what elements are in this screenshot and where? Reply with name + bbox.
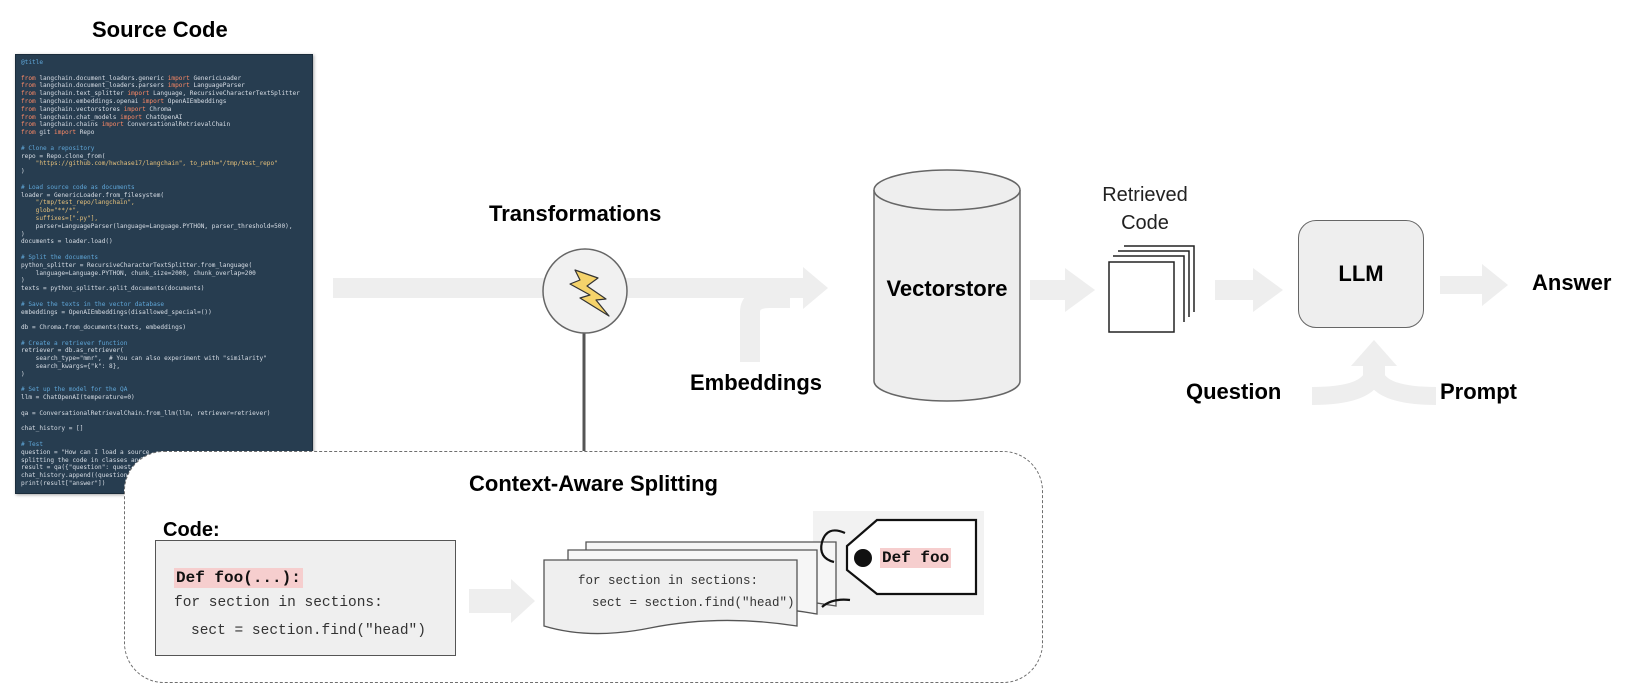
source-code-line: from langchain.chains import Conversatio… bbox=[21, 121, 231, 129]
source-code-line: # Create a retriever function bbox=[21, 339, 128, 347]
source-code-line: # Clone a repository bbox=[21, 144, 95, 152]
llm-label: LLM bbox=[1338, 261, 1384, 286]
source-code-line: llm = ChatOpenAI(temperature=0) bbox=[21, 394, 135, 402]
source-code-title: Source Code bbox=[92, 17, 228, 42]
source-code-line: # Set up the model for the QA bbox=[21, 386, 128, 394]
code-box-def-line: Def foo(...): bbox=[174, 568, 303, 588]
embeddings-connector bbox=[740, 288, 790, 362]
source-code-line: question = "How can I load a source bbox=[21, 448, 150, 456]
source-code-line: ) bbox=[21, 277, 25, 285]
arrow-code-to-chunks bbox=[469, 579, 535, 623]
chunk-for-line: for section in sections: bbox=[578, 574, 759, 588]
source-code-line: db = Chroma.from_documents(texts, embedd… bbox=[21, 324, 187, 332]
source-code-panel: @title from langchain.document_loaders.ge… bbox=[15, 54, 313, 494]
source-code-line: python_splitter = RecursiveCharacterText… bbox=[21, 261, 253, 269]
source-code-line: texts = python_splitter.split_documents(… bbox=[21, 285, 205, 293]
tag-label: Def foo bbox=[880, 548, 952, 568]
source-code-line: "/tmp/test_repo/langchain", bbox=[21, 199, 135, 207]
source-code-line: @title bbox=[21, 59, 44, 66]
source-code-line: result = qa({"question": quest bbox=[21, 464, 132, 472]
retrieved-docs-stack bbox=[1108, 245, 1195, 333]
arrow-llm-answer bbox=[1440, 264, 1508, 306]
vectorstore-cylinder bbox=[873, 169, 1021, 402]
source-code-line: documents = loader.load() bbox=[21, 238, 113, 246]
context-splitting-title: Context-Aware Splitting bbox=[469, 471, 718, 496]
arrow-retrieved-llm bbox=[1215, 268, 1283, 312]
source-code-line: qa = ConversationalRetrievalChain.from_l… bbox=[21, 409, 271, 417]
source-code-line: loader = GenericLoader.from_filesystem( bbox=[21, 191, 165, 199]
question-label: Question bbox=[1186, 379, 1282, 404]
chunk-stack bbox=[543, 541, 837, 635]
code-box-for-line: for section in sections: bbox=[174, 595, 383, 611]
prompt-label: Prompt bbox=[1440, 379, 1517, 404]
source-code-line: # Save the texts in the vector database bbox=[21, 300, 165, 308]
chunk-sect-line: sect = section.find("head") bbox=[592, 596, 795, 610]
answer-label: Answer bbox=[1532, 270, 1612, 295]
source-code-line: search_type="mmr", # You can also experi… bbox=[21, 355, 267, 363]
source-code-line: repo = Repo.clone_from( bbox=[21, 152, 106, 160]
source-code-line: parser=LanguageParser(language=Language.… bbox=[21, 222, 293, 230]
arrow-up-llm bbox=[1351, 340, 1397, 390]
source-code-line: from git import Repo bbox=[21, 129, 95, 137]
vectorstore-label: Vectorstore bbox=[886, 276, 1008, 301]
transformations-label: Transformations bbox=[489, 201, 662, 226]
lightning-icon bbox=[569, 269, 610, 317]
source-code-line: suffixes=[".py"], bbox=[21, 214, 99, 222]
retrieved-code-line2: Code bbox=[1121, 212, 1169, 234]
llm-box: LLM bbox=[1298, 220, 1424, 328]
embeddings-label: Embeddings bbox=[690, 370, 823, 395]
retrieved-code-label: Retrieved Code bbox=[1085, 181, 1205, 237]
code-box: Def foo(...): for section in sections: s… bbox=[155, 540, 456, 656]
source-code-line: "https://github.com/hwchase17/langchain"… bbox=[21, 160, 278, 168]
source-code-line: # Load source code as documents bbox=[21, 183, 135, 191]
source-code-line: from langchain.document_loaders.generic … bbox=[21, 74, 242, 82]
source-code-line: ) bbox=[21, 230, 25, 238]
source-code-line: language=Language.PYTHON, chunk_size=200… bbox=[21, 269, 256, 277]
source-code-line: from langchain.vectorstores import Chrom… bbox=[21, 105, 172, 113]
source-code-line: from langchain.text_splitter import Lang… bbox=[21, 90, 300, 98]
retrieved-code-line1: Retrieved bbox=[1102, 184, 1188, 206]
source-code-line: ) bbox=[21, 168, 25, 176]
source-code-line: embeddings = OpenAIEmbeddings(disallowed… bbox=[21, 308, 212, 316]
source-code-line: ) bbox=[21, 370, 25, 378]
source-code-line: print(result["answer"]) bbox=[21, 480, 106, 488]
code-box-sect-line: sect = section.find("head") bbox=[191, 623, 426, 639]
source-code-line: chat_history.append((question, bbox=[21, 472, 132, 480]
source-code-line: # Test bbox=[21, 441, 44, 449]
source-code-line: chat_history = [] bbox=[21, 425, 84, 433]
source-code-line: from langchain.chat_models import ChatOp… bbox=[21, 113, 183, 121]
arrow-vectorstore-retrieved bbox=[1030, 268, 1095, 312]
transformations-node bbox=[542, 248, 628, 334]
source-code-line: # Split the documents bbox=[21, 253, 99, 261]
source-code-line: glob="**/*", bbox=[21, 207, 80, 215]
source-code-line: from langchain.embeddings.openai import … bbox=[21, 97, 227, 105]
source-code-line: retriever = db.as_retriever( bbox=[21, 347, 124, 355]
code-label: Code: bbox=[163, 519, 220, 541]
source-code-line: search_kwargs={"k": 8}, bbox=[21, 363, 121, 371]
source-code-line: from langchain.document_loaders.parsers … bbox=[21, 82, 245, 90]
